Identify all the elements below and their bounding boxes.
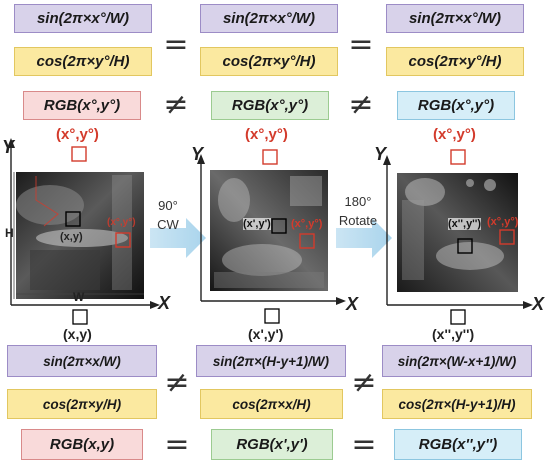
rotate-arrow-1 bbox=[150, 218, 206, 258]
bottom-rgb-text-3: RGB(x'',y'') bbox=[418, 436, 498, 453]
panel1-height-label: H bbox=[5, 226, 14, 240]
image-3 bbox=[397, 173, 518, 292]
top-rgb-text-3: RGB(x°,y°) bbox=[417, 97, 495, 114]
arrow2-angle: 180° bbox=[344, 194, 372, 209]
panel3-inner-red-label: (x°,y°) bbox=[487, 216, 519, 228]
top-cos-box-1: cos(2π×y°/H) bbox=[14, 47, 152, 76]
top-equal-1: = bbox=[163, 27, 189, 62]
top-cos-text-2: cos(2π×y°/H) bbox=[222, 53, 316, 70]
bottom-notequal-1: ≠ bbox=[164, 365, 190, 400]
point-marker-black-2 bbox=[271, 218, 287, 234]
bottom-equal-2: = bbox=[351, 427, 377, 462]
top-rgb-box-2: RGB(x°,y°) bbox=[211, 91, 329, 120]
bottom-rgb-box-1: RGB(x,y) bbox=[21, 429, 143, 460]
bottom-marker-1 bbox=[72, 309, 88, 325]
panel2-x-axis-label: X bbox=[346, 294, 359, 314]
panel1-inner-red-label: (x°,y°) bbox=[107, 217, 136, 228]
arrow1-angle: 90° bbox=[158, 198, 178, 213]
panel1-width-label: W bbox=[73, 290, 85, 304]
arrow2-annotation: 180° Rotate bbox=[336, 192, 380, 230]
bottom-sin-text-3: sin(2π×(W-x+1)/W) bbox=[397, 353, 517, 369]
point-marker-red-3 bbox=[499, 229, 515, 245]
top-marker-1 bbox=[71, 146, 87, 162]
panel-2 bbox=[197, 149, 346, 324]
point-marker-red-2 bbox=[299, 233, 315, 249]
panel1-point-label: (x°,y°) bbox=[56, 126, 99, 143]
bottom-sin-text-1: sin(2π×x/W) bbox=[43, 353, 121, 369]
panel2-y-axis-label: Y bbox=[191, 144, 204, 164]
point-marker-black-3 bbox=[457, 238, 473, 254]
top-cos-box-2: cos(2π×y°/H) bbox=[200, 47, 338, 76]
point-marker-black-1 bbox=[65, 211, 81, 227]
panel3-y-axis-label: Y bbox=[374, 144, 387, 164]
rotate-arrow-2 bbox=[336, 218, 392, 258]
top-sin-box-2: sin(2π×x°/W) bbox=[200, 4, 338, 33]
panel2-point-label: (x°,y°) bbox=[245, 126, 288, 143]
top-cos-text-3: cos(2π×y°/H) bbox=[408, 53, 502, 70]
top-sin-box-1: sin(2π×x°/W) bbox=[14, 4, 152, 33]
panel1-inner-label: (x,y) bbox=[60, 231, 83, 243]
bottom-rgb-box-3: RGB(x'',y'') bbox=[394, 429, 522, 460]
bottom-rgb-text-1: RGB(x,y) bbox=[49, 436, 115, 453]
panel3-point-label: (x°,y°) bbox=[433, 126, 476, 143]
arrow1-annotation: 90° CW bbox=[150, 196, 186, 234]
panel3-inner-label: (x'',y'') bbox=[448, 218, 482, 230]
panel1-bottom-label: (x,y) bbox=[63, 326, 92, 342]
bottom-sin-box-1: sin(2π×x/W) bbox=[7, 345, 157, 377]
top-equal-2: = bbox=[348, 27, 374, 62]
bottom-cos-text-1: cos(2π×y/H) bbox=[42, 396, 122, 412]
top-sin-box-3: sin(2π×x°/W) bbox=[386, 4, 524, 33]
bottom-notequal-2: ≠ bbox=[351, 365, 377, 400]
bottom-equal-1: = bbox=[164, 427, 190, 462]
top-notequal-2: ≠ bbox=[348, 87, 374, 122]
bottom-rgb-text-2: RGB(x',y') bbox=[236, 436, 308, 453]
top-cos-text-1: cos(2π×y°/H) bbox=[36, 53, 130, 70]
image-2 bbox=[210, 170, 328, 291]
bottom-cos-text-2: cos(2π×x/H) bbox=[232, 396, 311, 412]
top-sin-text-1: sin(2π×x°/W) bbox=[36, 10, 130, 27]
bottom-cos-text-3: cos(2π×(H-y+1)/H) bbox=[398, 396, 516, 412]
panel3-x-axis-label: X bbox=[532, 294, 545, 314]
panel-3 bbox=[383, 149, 533, 325]
panel2-inner-red-label: (x°,y°) bbox=[291, 218, 323, 230]
top-marker-3 bbox=[450, 149, 466, 165]
top-marker-2 bbox=[262, 149, 278, 165]
top-rgb-text-1: RGB(x°,y°) bbox=[43, 97, 121, 114]
panel-1 bbox=[7, 138, 160, 325]
top-sin-text-3: sin(2π×x°/W) bbox=[408, 10, 502, 27]
bottom-rgb-box-2: RGB(x',y') bbox=[211, 429, 333, 460]
bottom-marker-3 bbox=[450, 309, 466, 325]
top-rgb-text-2: RGB(x°,y°) bbox=[231, 97, 309, 114]
arrow1-direction: CW bbox=[157, 217, 179, 232]
panel2-bottom-label: (x',y') bbox=[248, 326, 284, 342]
top-cos-box-3: cos(2π×y°/H) bbox=[386, 47, 524, 76]
bottom-sin-box-2: sin(2π×(H-y+1)/W) bbox=[196, 345, 346, 377]
bottom-cos-box-2: cos(2π×x/H) bbox=[200, 389, 343, 419]
bottom-cos-box-3: cos(2π×(H-y+1)/H) bbox=[382, 389, 532, 419]
bottom-marker-2 bbox=[264, 308, 280, 324]
top-rgb-box-3: RGB(x°,y°) bbox=[397, 91, 515, 120]
panel1-x-axis-label: X bbox=[158, 293, 171, 313]
arrow2-direction: Rotate bbox=[338, 213, 378, 228]
bottom-sin-box-3: sin(2π×(W-x+1)/W) bbox=[382, 345, 532, 377]
top-sin-text-2: sin(2π×x°/W) bbox=[222, 10, 316, 27]
top-rgb-box-1: RGB(x°,y°) bbox=[23, 91, 141, 120]
panel3-bottom-label: (x'',y'') bbox=[432, 326, 475, 342]
panel1-y-axis-label: Y bbox=[2, 137, 15, 157]
panel2-inner-label: (x',y') bbox=[243, 218, 271, 230]
bottom-cos-box-1: cos(2π×y/H) bbox=[7, 389, 157, 419]
top-notequal-1: ≠ bbox=[163, 87, 189, 122]
point-marker-red-1 bbox=[115, 232, 131, 248]
bottom-sin-text-2: sin(2π×(H-y+1)/W) bbox=[212, 353, 330, 369]
